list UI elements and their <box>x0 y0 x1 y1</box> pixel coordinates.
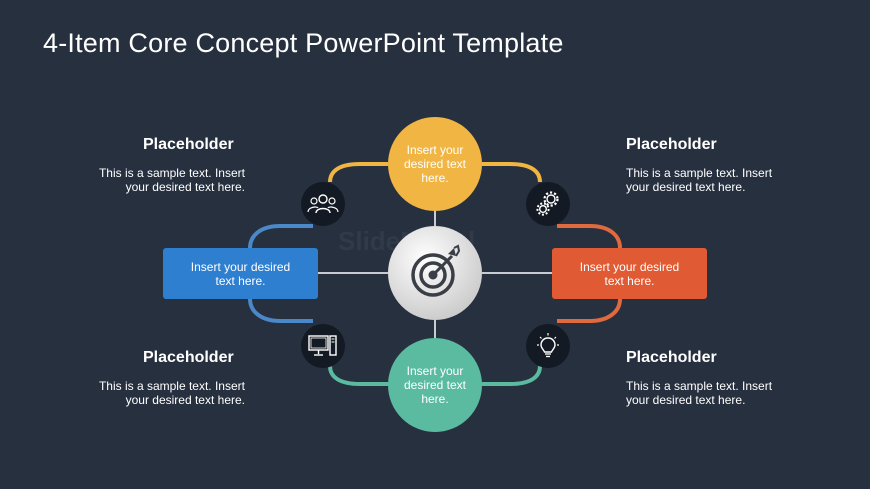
gears-icon-badge <box>526 182 570 226</box>
arc-top-left <box>328 162 388 183</box>
item-left-box[interactable]: Insert your desired text here. <box>163 248 318 299</box>
arc-right-top <box>557 224 622 249</box>
target-icon <box>388 226 482 320</box>
arc-left-bottom <box>248 298 313 323</box>
people-icon <box>307 194 339 214</box>
item-top-text: Insert your desired text here. <box>403 143 467 185</box>
placeholder-title-top-left: Placeholder <box>143 136 234 153</box>
gears-icon <box>536 191 559 216</box>
placeholder-text-bottom-left: This is a sample text. Insert your desir… <box>98 379 245 407</box>
placeholder-text-bottom-right: This is a sample text. Insert your desir… <box>626 379 773 407</box>
item-left-text: Insert your desired text here. <box>190 259 291 288</box>
arc-left-top <box>248 224 313 249</box>
arc-top-right <box>482 162 542 183</box>
center-core[interactable] <box>388 226 482 320</box>
item-bottom-text: Insert your desired text here. <box>403 364 467 406</box>
item-right-text: Insert your desired text here. <box>579 259 680 288</box>
computer-icon-badge <box>301 324 345 368</box>
arc-bottom-right <box>482 365 542 386</box>
lightbulb-icon-badge <box>526 324 570 368</box>
slide-title: 4-Item Core Concept PowerPoint Template <box>43 28 564 58</box>
placeholder-title-top-right: Placeholder <box>626 136 717 153</box>
arc-bottom-left <box>328 365 388 386</box>
placeholder-text-top-left: This is a sample text. Insert your desir… <box>98 166 245 194</box>
item-right-box[interactable]: Insert your desired text here. <box>552 248 707 299</box>
placeholder-title-bottom-left: Placeholder <box>143 349 234 366</box>
computer-icon <box>308 335 337 356</box>
people-icon-badge <box>301 182 345 226</box>
placeholder-text-top-right: This is a sample text. Insert your desir… <box>626 166 773 194</box>
item-bottom-circle[interactable]: Insert your desired text here. <box>388 338 482 432</box>
item-top-circle[interactable]: Insert your desired text here. <box>388 117 482 211</box>
arc-right-bottom <box>557 298 622 323</box>
lightbulb-icon <box>537 333 559 358</box>
placeholder-title-bottom-right: Placeholder <box>626 349 717 366</box>
